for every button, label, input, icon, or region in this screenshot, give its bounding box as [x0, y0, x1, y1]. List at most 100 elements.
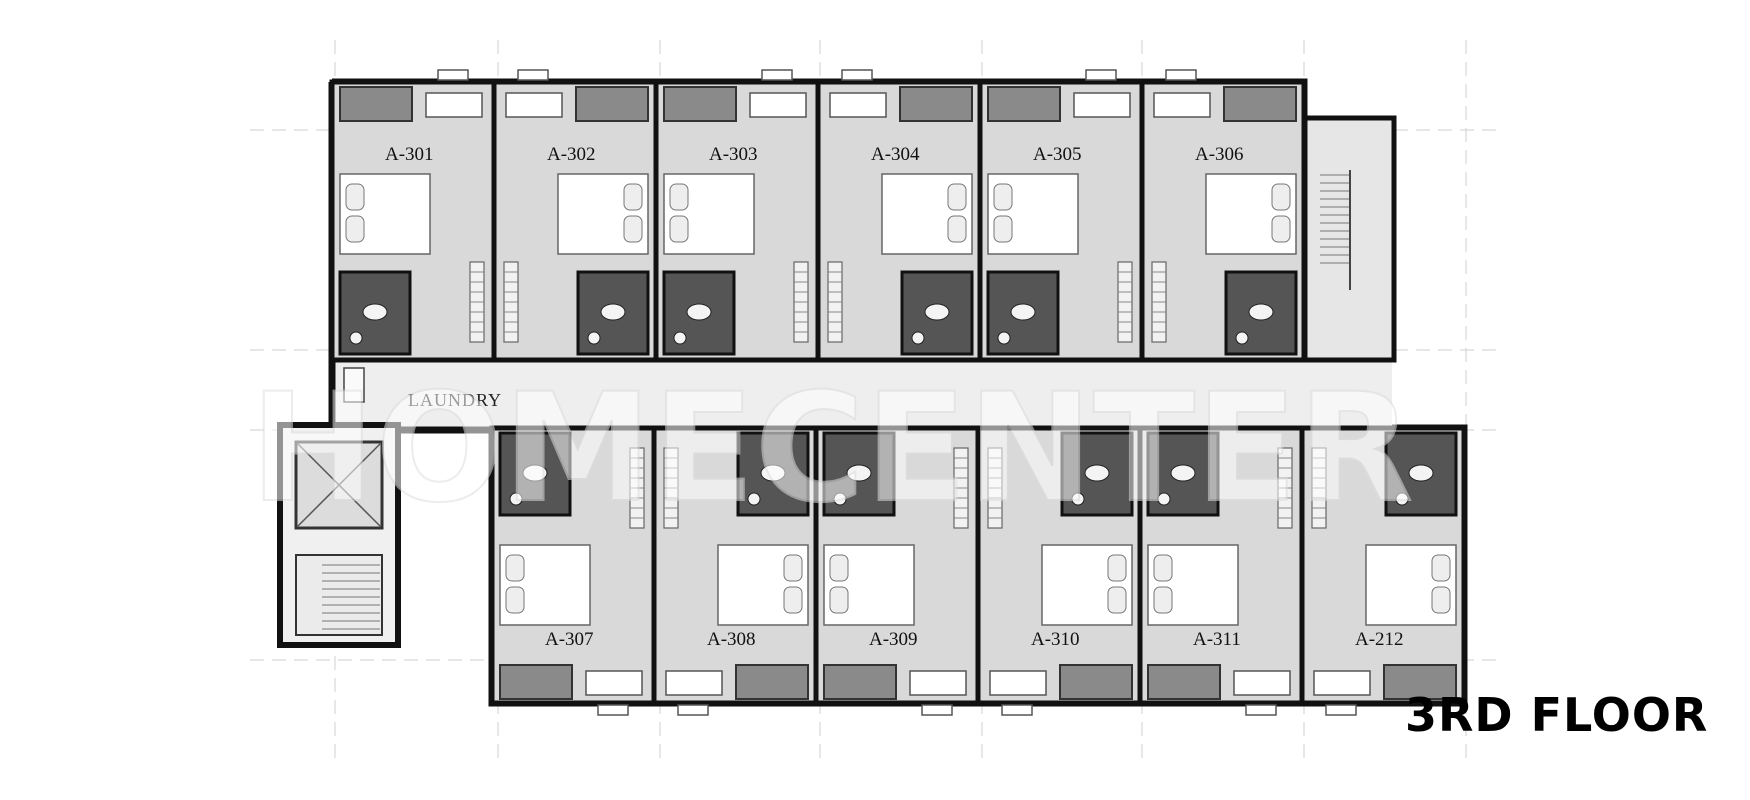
basin [509, 492, 523, 506]
toilet [1084, 464, 1110, 482]
pillow [669, 215, 689, 243]
room-label: A-301 [385, 144, 434, 165]
room-a-302[interactable]: A-302 [491, 69, 659, 363]
desk [665, 670, 723, 696]
toilet [600, 303, 626, 321]
pillow [1107, 554, 1127, 582]
room-label: A-309 [869, 629, 918, 650]
desk [1313, 670, 1371, 696]
pillow [623, 183, 643, 211]
pillow [947, 215, 967, 243]
stair-elevator-core [277, 367, 401, 648]
closet [735, 664, 809, 700]
pillow [1271, 215, 1291, 243]
desk [1153, 92, 1211, 118]
closet [663, 86, 737, 122]
toilet [362, 303, 388, 321]
desk [909, 670, 967, 696]
pillow [783, 554, 803, 582]
window [1245, 704, 1277, 716]
desk [505, 92, 563, 118]
basin [911, 331, 925, 345]
room-label: A-306 [1195, 144, 1244, 165]
window [921, 704, 953, 716]
pillow [505, 586, 525, 614]
basin [833, 492, 847, 506]
room-a-301[interactable]: A-301 [329, 69, 497, 363]
room-a-308[interactable]: A-308 [651, 425, 819, 716]
window [761, 69, 793, 81]
room-a-310[interactable]: A-310 [975, 425, 1143, 716]
toilet [1170, 464, 1196, 482]
basin [747, 492, 761, 506]
basin [349, 331, 363, 345]
window [1165, 69, 1197, 81]
room-a-306[interactable]: A-306 [1139, 69, 1307, 363]
toilet [522, 464, 548, 482]
toilet [846, 464, 872, 482]
room-a-303[interactable]: A-303 [653, 69, 821, 363]
closet [1383, 664, 1457, 700]
pillow [1153, 554, 1173, 582]
room-label: A-310 [1031, 629, 1080, 650]
pillow [829, 554, 849, 582]
room-label: A-308 [707, 629, 756, 650]
elevator-cross [297, 443, 381, 527]
closet [339, 86, 413, 122]
laundry-label: LAUNDRY [408, 390, 502, 410]
room-a-307[interactable]: A-307 [489, 425, 657, 716]
closet [1147, 664, 1221, 700]
basin [1235, 331, 1249, 345]
stair-east [1301, 115, 1397, 363]
window [1325, 704, 1357, 716]
closet [899, 86, 973, 122]
room-label: A-304 [871, 144, 920, 165]
pillow [1107, 586, 1127, 614]
toilet [686, 303, 712, 321]
basin [673, 331, 687, 345]
pillow [829, 586, 849, 614]
window [597, 704, 629, 716]
pillow [623, 215, 643, 243]
pillow [1153, 586, 1173, 614]
toilet [1010, 303, 1036, 321]
toilet [1408, 464, 1434, 482]
pillow [1431, 554, 1451, 582]
toilet [924, 303, 950, 321]
toilet [760, 464, 786, 482]
window [437, 69, 469, 81]
closet [987, 86, 1061, 122]
floor-title: 3RD FLOOR [1405, 688, 1709, 742]
desk [749, 92, 807, 118]
pillow [993, 215, 1013, 243]
laundry-machine [343, 367, 365, 403]
pillow [345, 215, 365, 243]
window [841, 69, 873, 81]
basin [1071, 492, 1085, 506]
basin [587, 331, 601, 345]
room-label: A-212 [1355, 629, 1404, 650]
closet [1059, 664, 1133, 700]
desk [425, 92, 483, 118]
pillow [947, 183, 967, 211]
watermark: HOMECENTER [250, 362, 1413, 536]
room-label: A-302 [547, 144, 596, 165]
desk [585, 670, 643, 696]
room-a-305[interactable]: A-305 [977, 69, 1145, 363]
stair-west [295, 554, 383, 636]
corridor [332, 358, 1392, 430]
desk [829, 92, 887, 118]
basin [1157, 492, 1171, 506]
room-a-309[interactable]: A-309 [813, 425, 981, 716]
room-a-212[interactable]: A-212 [1299, 425, 1467, 716]
pillow [345, 183, 365, 211]
window [1001, 704, 1033, 716]
desk [1233, 670, 1291, 696]
room-label: A-307 [545, 629, 594, 650]
room-a-311[interactable]: A-311 [1137, 425, 1305, 716]
closet [823, 664, 897, 700]
room-a-304[interactable]: A-304 [815, 69, 983, 363]
pillow [783, 586, 803, 614]
pillow [993, 183, 1013, 211]
